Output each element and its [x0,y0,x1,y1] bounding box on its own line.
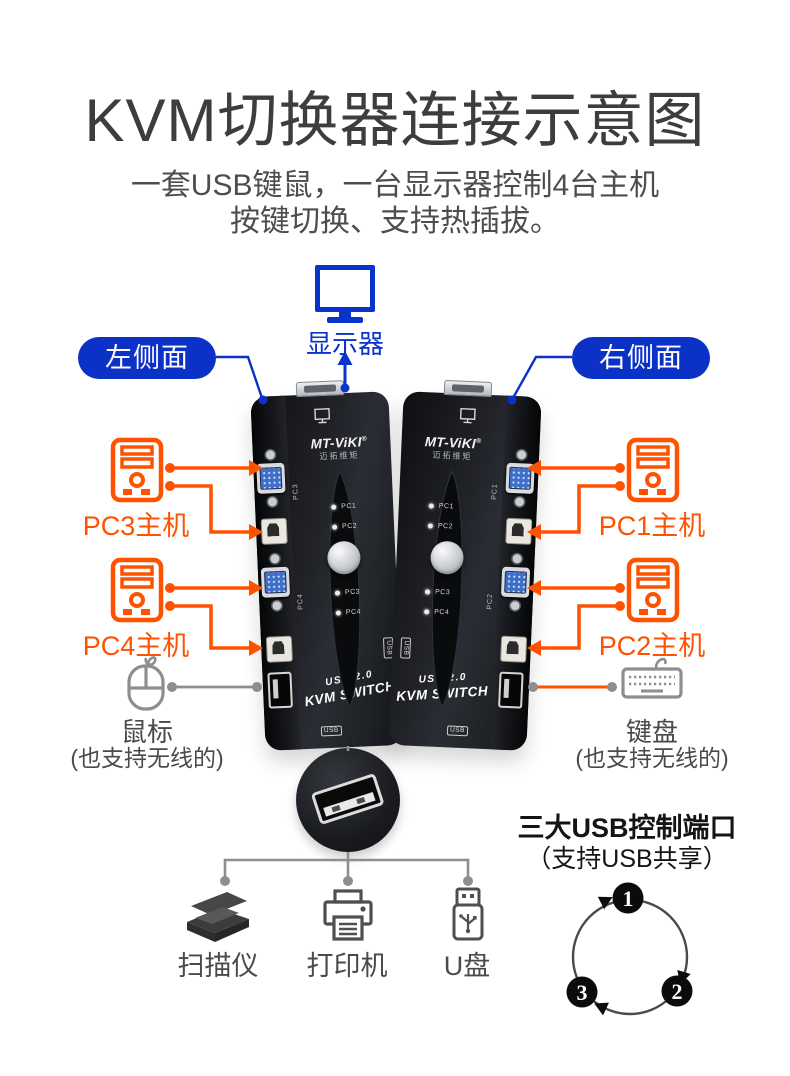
svg-text:1: 1 [623,886,634,911]
scanner-label: 扫描仪 [177,951,259,981]
pc4-vga-arrow [165,580,263,596]
kvm-switch-left-view: MT-ViKI® 迈拓维矩 PC3 PC4 PC1 PC2 PC3 PC4 US… [250,380,404,751]
usb-b-port-pc2 [500,635,528,663]
monitor-glyph-icon [459,407,476,424]
page-title: KVM切换器连接示意图 [84,87,706,154]
pc2-vga-arrow [527,580,625,596]
port-label-pc1: PC1 [491,483,499,501]
keyboard-wire [528,682,617,692]
vga-port-pc4 [260,566,291,598]
monitor-icon-stand [339,309,351,317]
usb-a-port-mouse [267,671,293,709]
keyboard-label: 键盘 [625,717,678,747]
pc-tower-icon-pc4 [110,557,164,623]
port-label-pc2: PC2 [486,592,495,610]
button-recess [431,470,463,709]
cycle-arrow-1 [597,896,613,910]
led-pc3: PC3 [424,588,450,596]
usb-share-subtitle: （支持USB共享） [526,845,728,873]
callout-left-side: 左侧面 [78,337,216,379]
led-pc2: PC2 [331,523,357,531]
port-label-pc3: PC3 [292,483,300,501]
button-recess [329,470,361,709]
mouse-label: 鼠标 [120,717,173,747]
pc-tower-icon-pc2 [626,557,680,623]
pc3-vga-arrow [165,460,263,476]
usb-share-cycle-diagram: 1 2 3 [566,882,693,1016]
cycle-step-2: 2 [661,975,693,1007]
svg-text:2: 2 [672,979,683,1004]
monitor-icon-base [327,317,363,323]
mouse-wire [167,682,262,692]
usb-tag: USB [320,725,343,737]
pc3-label: PC3主机 [82,511,190,541]
usb-tag: USB [446,725,469,737]
vga-top-connector [295,380,345,398]
vga-port-pc1 [505,462,535,494]
port-label-pc4: PC4 [296,593,305,610]
pc2-label: PC2主机 [598,631,706,661]
vga-port-pc2 [500,566,531,598]
vga-port-pc3 [256,462,286,494]
vga-screw [270,554,280,564]
vga-screw [272,601,282,611]
vga-screw [510,601,520,611]
scanner-icon [187,892,249,942]
led-pc1: PC1 [428,502,454,510]
led-pc3: PC3 [334,589,360,597]
monitor-icon [315,265,375,312]
keyboard-note: (也支持无线的) [575,745,729,771]
pc1-vga-arrow [527,460,625,476]
pc-tower-icon-pc3 [110,437,164,503]
cycle-step-1: 1 [612,882,644,914]
svg-text:3: 3 [577,980,588,1005]
mouse-note: (也支持无线的) [70,745,224,771]
usb-port-zoom-icon [296,748,400,852]
printer-icon [323,889,373,941]
led-pc2: PC2 [427,522,453,530]
usb-b-port-pc3 [260,517,288,545]
vga-screw [516,450,527,460]
vga-screw [514,497,525,507]
callout-right-side: 右侧面 [572,337,710,379]
kvm-switch-right-view: MT-ViKI® 迈拓维矩 PC1 PC2 PC1 PC2 PC3 PC4 US… [388,379,542,751]
usb-b-port-pc4 [265,635,293,663]
cycle-arrow-3 [594,1002,609,1016]
mouse-icon [127,656,165,711]
pc-tower-icon-pc1 [626,437,680,503]
cycle-step-3: 3 [566,976,598,1008]
monitor-label: 显示器 [305,329,384,359]
usb-drive-icon [452,887,484,941]
led-pc1: PC1 [331,503,356,511]
vga-screw [267,497,278,507]
printer-label: 打印机 [306,951,388,981]
pc4-label: PC4主机 [82,631,190,661]
subtitle-line-1: 一套USB键鼠，一台显示器控制4台主机 [130,169,660,202]
brand-block: MT-ViKI® 迈拓维矩 [287,433,391,463]
usb-drive-label: U盘 [443,951,491,981]
led-pc4: PC4 [335,609,361,617]
usb-share-title: 三大USB控制端口 [517,813,737,843]
keyboard-icon [621,657,683,699]
vga-screw [512,554,522,564]
subtitle-line-2: 按键切换、支持热插拔。 [230,205,560,238]
brand-block: MT-ViKI® 迈拓维矩 [401,433,505,463]
monitor-glyph-icon [314,408,331,424]
pc1-label: PC1主机 [598,511,706,541]
vga-top-connector [443,379,493,397]
usb-a-socket-graphic [311,774,384,824]
vga-screw [265,450,276,460]
usb-b-port-pc1 [505,517,533,545]
led-pc4: PC4 [424,608,449,616]
usb-a-port-keyboard [498,671,524,709]
